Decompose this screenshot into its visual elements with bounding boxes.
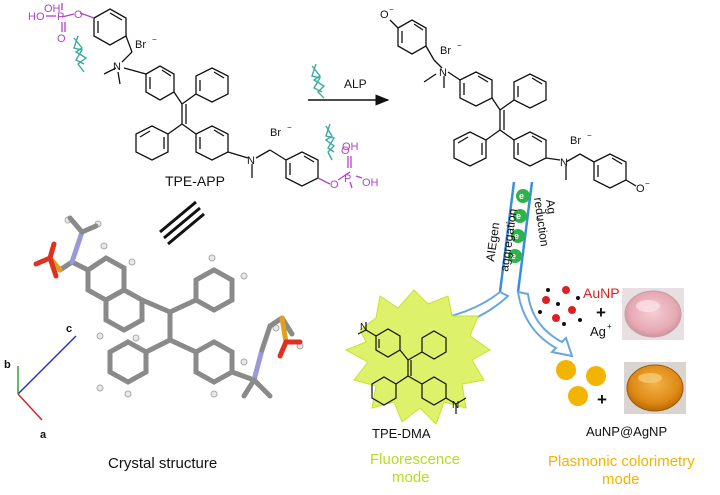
aunp-ag-dots <box>538 286 582 326</box>
ag-reduction-label-group: Ag + reduction <box>531 196 559 247</box>
crystal-structure-label: Crystal structure <box>108 455 217 472</box>
auagnp-label: AuNP@AgNP <box>586 424 667 439</box>
orange-solution-photo <box>624 362 686 414</box>
arrow-to-colorimetry <box>516 290 574 358</box>
plasmonic-mode-label: mode <box>602 471 640 488</box>
o-minus-label-2: O <box>636 183 645 195</box>
alp-enzyme-icon <box>311 63 326 99</box>
electron-labels: e e e e <box>511 191 524 261</box>
plasmonic-label: Plasmonic colorimetry <box>548 453 695 470</box>
phos-oh-label: OH <box>44 3 61 15</box>
enzyme-icon <box>73 35 88 73</box>
plus-sign-2: + <box>597 390 607 409</box>
pink-solution-photo <box>622 288 684 340</box>
alp-label: ALP <box>344 77 367 91</box>
reduction-label: reduction <box>531 196 552 247</box>
o-minus-sign-1: − <box>389 5 394 14</box>
phos-p2-label: P <box>344 173 351 185</box>
br-label-2: Br <box>270 127 281 139</box>
crystal-axes <box>17 335 77 421</box>
fluorescence-mode-label: mode <box>392 469 430 486</box>
svg-text:e: e <box>516 211 521 221</box>
phos-o2-label: O <box>57 33 66 45</box>
svg-text:e: e <box>519 191 524 201</box>
fluorescence-starburst <box>344 289 491 425</box>
n-label-2: N <box>247 155 255 167</box>
product-atom-labels: O − Br − N Br − N O − <box>380 5 650 195</box>
phos-oh3-label: OH <box>362 177 379 189</box>
phos-o4-label: O <box>341 145 350 157</box>
n-label-1: N <box>113 61 121 73</box>
product-molecule <box>389 19 637 189</box>
phos-ho-label: HO <box>28 11 45 23</box>
phos-p-label: P <box>57 11 64 23</box>
fluorescence-label: Fluorescence <box>370 451 460 468</box>
reduction-tube <box>498 181 534 293</box>
n-label-6: N <box>452 400 459 411</box>
ag-label: Ag <box>543 198 559 214</box>
ag-sup-label: + <box>533 216 543 222</box>
axis-b-label: b <box>4 359 11 371</box>
axis-c-label: c <box>66 323 72 335</box>
aiegen-label: AIEgen <box>483 221 502 262</box>
equivalence-bars <box>159 200 205 246</box>
br-label-3: Br <box>440 45 451 57</box>
electron-dots <box>508 189 530 263</box>
n-label-3: N <box>439 67 447 79</box>
enzyme-icon-2 <box>324 123 336 161</box>
svg-text:e: e <box>511 251 516 261</box>
br-minus-1: − <box>152 35 157 44</box>
tpe-app-atom-labels: OH P O HO O Br − N Br − N O P O OH OH <box>28 3 379 191</box>
br-minus-4: − <box>587 131 592 140</box>
auag-nanoparticles <box>556 360 606 406</box>
crystal-structure <box>33 215 304 399</box>
ag-ion-label: Ag <box>590 324 606 339</box>
plus-sign: + <box>596 303 606 322</box>
n-label-4: N <box>560 157 568 169</box>
o-minus-sign-2: − <box>645 179 650 188</box>
aunp-label: AuNP <box>583 285 620 301</box>
phos-o-label: O <box>74 9 83 21</box>
tpe-app-molecule <box>46 3 363 189</box>
tpe-dma-molecule <box>357 322 467 414</box>
phos-o3-label: O <box>330 179 339 191</box>
ag-ion-sup: + <box>607 322 612 331</box>
o-minus-label-1: O <box>380 9 389 21</box>
phos-oh2-label: OH <box>342 141 359 153</box>
svg-text:e: e <box>514 231 519 241</box>
axis-a-label: a <box>40 429 47 441</box>
tpe-dma-label: TPE-DMA <box>372 426 431 441</box>
br-label-4: Br <box>570 135 581 147</box>
br-minus-3: − <box>457 41 462 50</box>
br-minus-2: − <box>287 123 292 132</box>
br-label-1: Br <box>135 39 146 51</box>
tpe-app-label: TPE-APP <box>165 173 225 189</box>
n-label-5: N <box>360 322 367 333</box>
